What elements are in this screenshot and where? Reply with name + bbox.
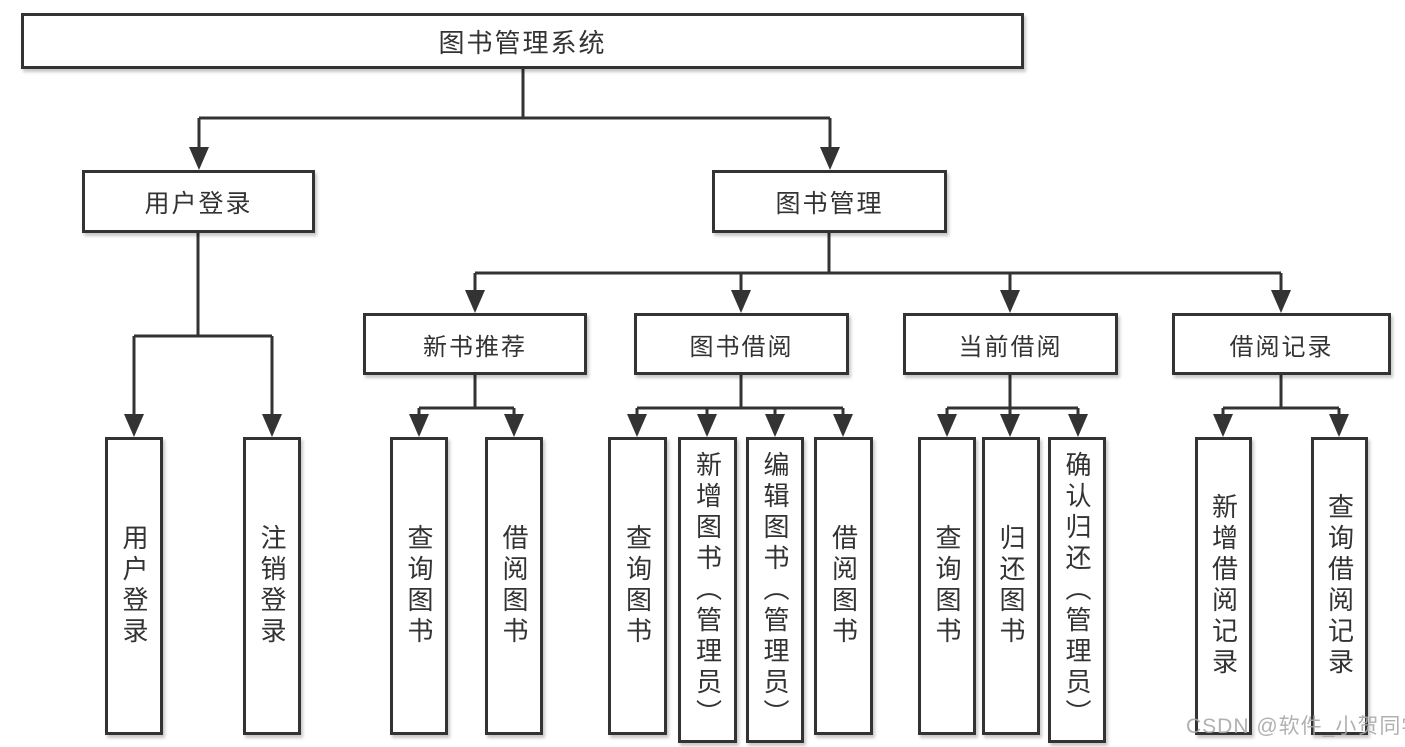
- leaf-confirm-return-admin: 确认归还（管理员）: [1048, 437, 1106, 743]
- node-book-management-branch: 图书管理: [712, 170, 947, 233]
- node-root: 图书管理系统: [21, 13, 1024, 69]
- leaf-borrow-books-recommend: 借阅图书: [485, 437, 543, 735]
- leaf-return-books: 归还图书: [982, 437, 1040, 735]
- arrowhead-icons: [124, 147, 1349, 437]
- leaf-logout: 注销登录: [243, 437, 301, 735]
- leaf-query-books-borrow: 查询图书: [608, 437, 667, 735]
- leaf-borrow-books: 借阅图书: [814, 437, 873, 735]
- leaf-add-borrow-record: 新增借阅记录: [1195, 437, 1252, 735]
- leaf-edit-books-admin: 编辑图书（管理员）: [746, 437, 804, 743]
- leaf-user-login: 用户登录: [105, 437, 163, 735]
- node-current-borrow: 当前借阅: [903, 313, 1118, 375]
- leaf-query-books-current: 查询图书: [918, 437, 976, 735]
- node-book-borrow: 图书借阅: [634, 313, 849, 375]
- node-new-book-recommend: 新书推荐: [363, 313, 587, 375]
- leaf-add-books-admin: 新增图书（管理员）: [678, 437, 737, 743]
- leaf-query-borrow-record: 查询借阅记录: [1311, 437, 1368, 735]
- node-user-login-branch: 用户登录: [82, 170, 315, 233]
- csdn-watermark: CSDN @软件_小贺同学: [1186, 715, 1405, 738]
- leaf-query-books-recommend: 查询图书: [390, 437, 448, 735]
- node-borrow-records: 借阅记录: [1172, 313, 1391, 375]
